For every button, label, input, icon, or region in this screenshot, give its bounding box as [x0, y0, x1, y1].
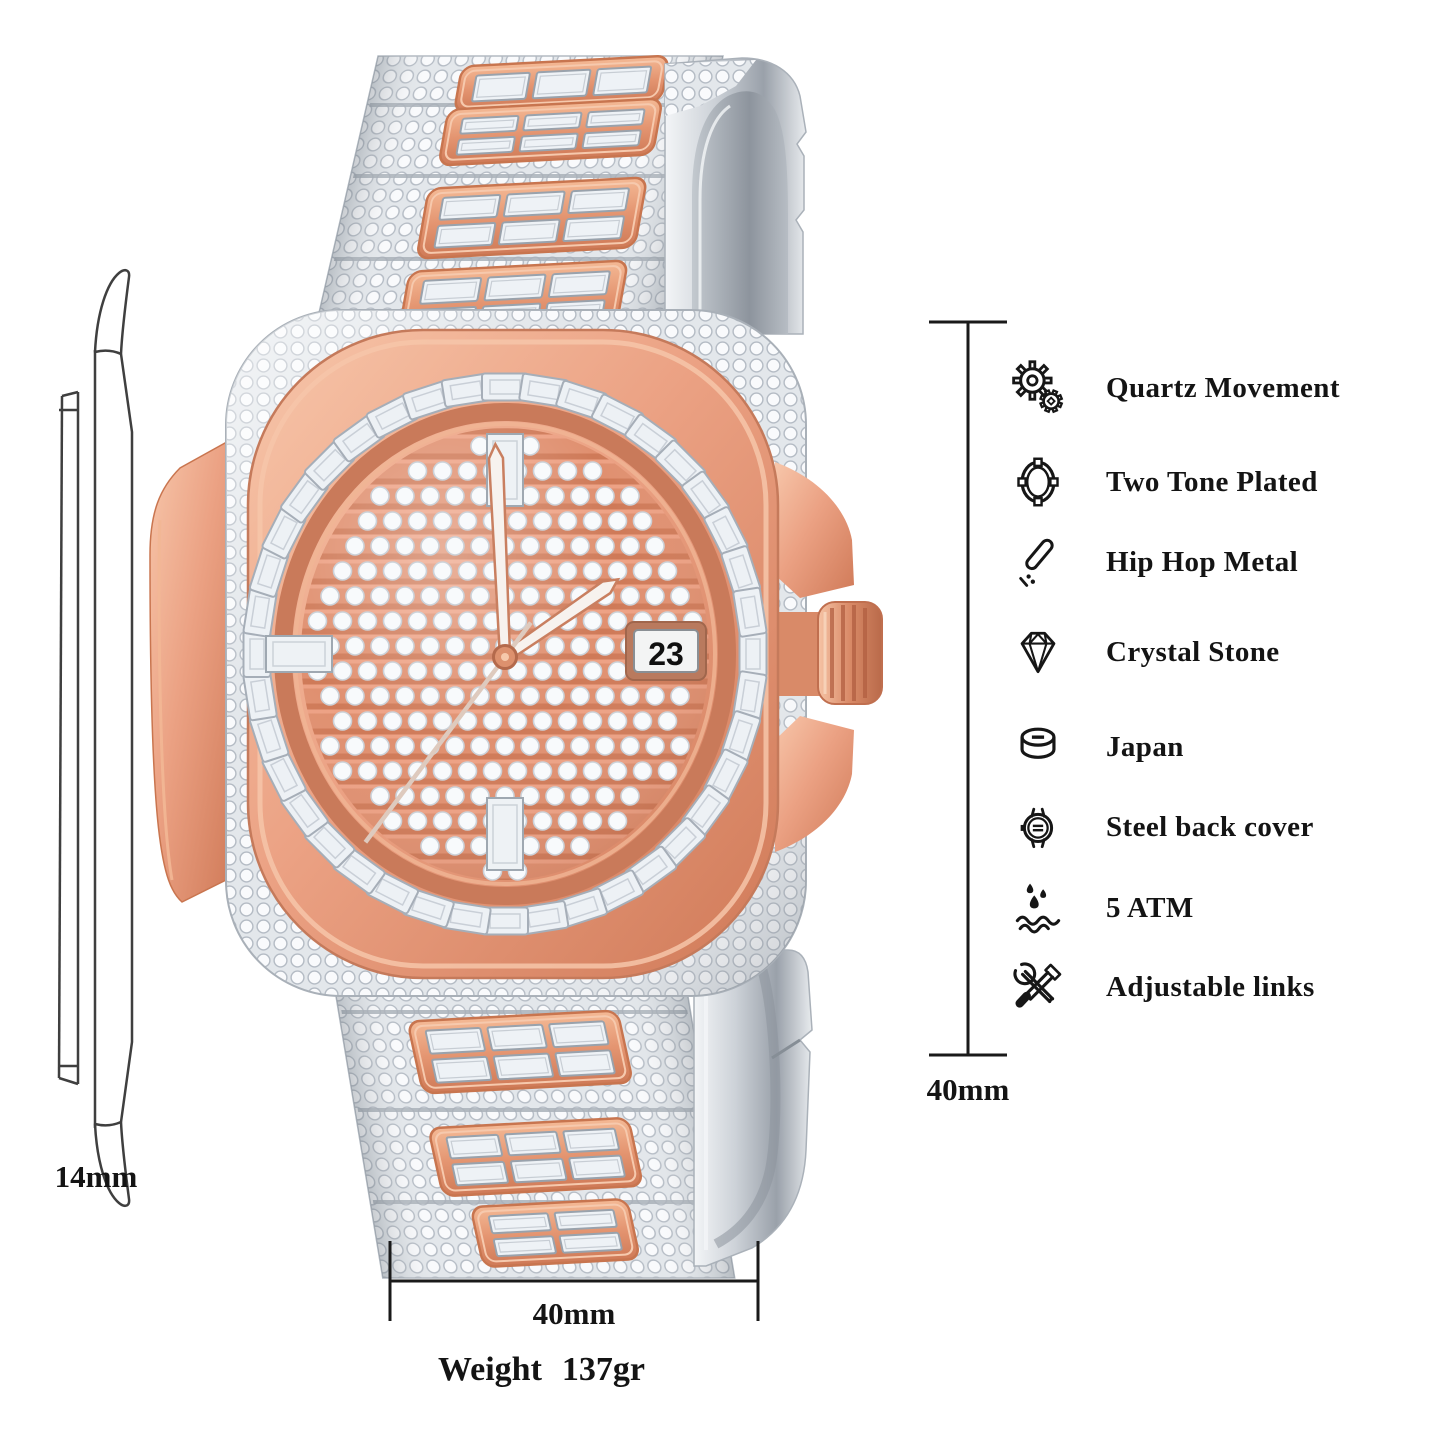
bezel-baguette-stones	[242, 372, 768, 936]
feature-5-atm: 5 ATM	[1008, 875, 1194, 941]
side-profile-drawing	[57, 268, 134, 1208]
feature-label: Two Tone Plated	[1106, 465, 1318, 498]
feature-hip-hop-metal: Hip Hop Metal	[1008, 529, 1298, 595]
crown	[817, 601, 883, 705]
date-value: 23	[648, 636, 684, 672]
height-dimension-line	[929, 320, 1007, 1057]
feature-two-tone-plated: Two Tone Plated	[1008, 449, 1318, 515]
feature-label: Quartz Movement	[1106, 371, 1340, 404]
weight-value: 137gr	[562, 1351, 645, 1388]
feature-quartz-movement: Quartz Movement	[1008, 355, 1340, 421]
feature-label: Steel back cover	[1106, 810, 1314, 843]
watch-dial: 23	[265, 428, 709, 881]
feature-label: Adjustable links	[1106, 970, 1315, 1003]
case-height-label: 40mm	[927, 1072, 1010, 1107]
thickness-label: 14mm	[55, 1159, 138, 1194]
date-window: 23	[625, 621, 707, 681]
weight-text: Weight 137gr	[438, 1351, 645, 1388]
hands-center-dot	[501, 653, 509, 661]
bracelet-bottom-center-links	[408, 1009, 642, 1268]
feature-label: Hip Hop Metal	[1106, 545, 1299, 578]
feature-label: Crystal Stone	[1106, 635, 1280, 668]
bracelet-top-clasp	[664, 57, 807, 335]
watch-case: 23	[149, 309, 883, 997]
marker-pen-icon	[1019, 538, 1054, 587]
watch-caseback-icon	[1020, 807, 1054, 849]
feature-adjustable-links: Adjustable links	[1008, 954, 1315, 1020]
crossed-tools-icon	[1013, 962, 1062, 1008]
hour-marker-9	[265, 635, 333, 673]
hour-marker-6	[486, 797, 524, 871]
feature-label: Japan	[1106, 730, 1184, 763]
feature-japan: Japan	[1008, 714, 1184, 780]
case-width-label: 40mm	[533, 1296, 616, 1331]
gear-icon	[1012, 360, 1064, 414]
width-dimension-line	[388, 1241, 760, 1321]
water-drops-icon	[1015, 883, 1061, 934]
watch-bezel-icon	[1017, 457, 1059, 507]
feature-label: 5 ATM	[1106, 891, 1194, 924]
diamond-icon	[1020, 631, 1056, 674]
weight-label: Weight	[438, 1351, 543, 1388]
bracelet-top	[311, 55, 724, 345]
battery-icon	[1020, 727, 1056, 759]
feature-crystal-stone: Crystal Stone	[1008, 619, 1280, 685]
feature-steel-back-cover: Steel back cover	[1008, 794, 1314, 860]
bracelet-bottom-clasp	[693, 949, 813, 1267]
bracelet-bottom	[327, 947, 736, 1279]
